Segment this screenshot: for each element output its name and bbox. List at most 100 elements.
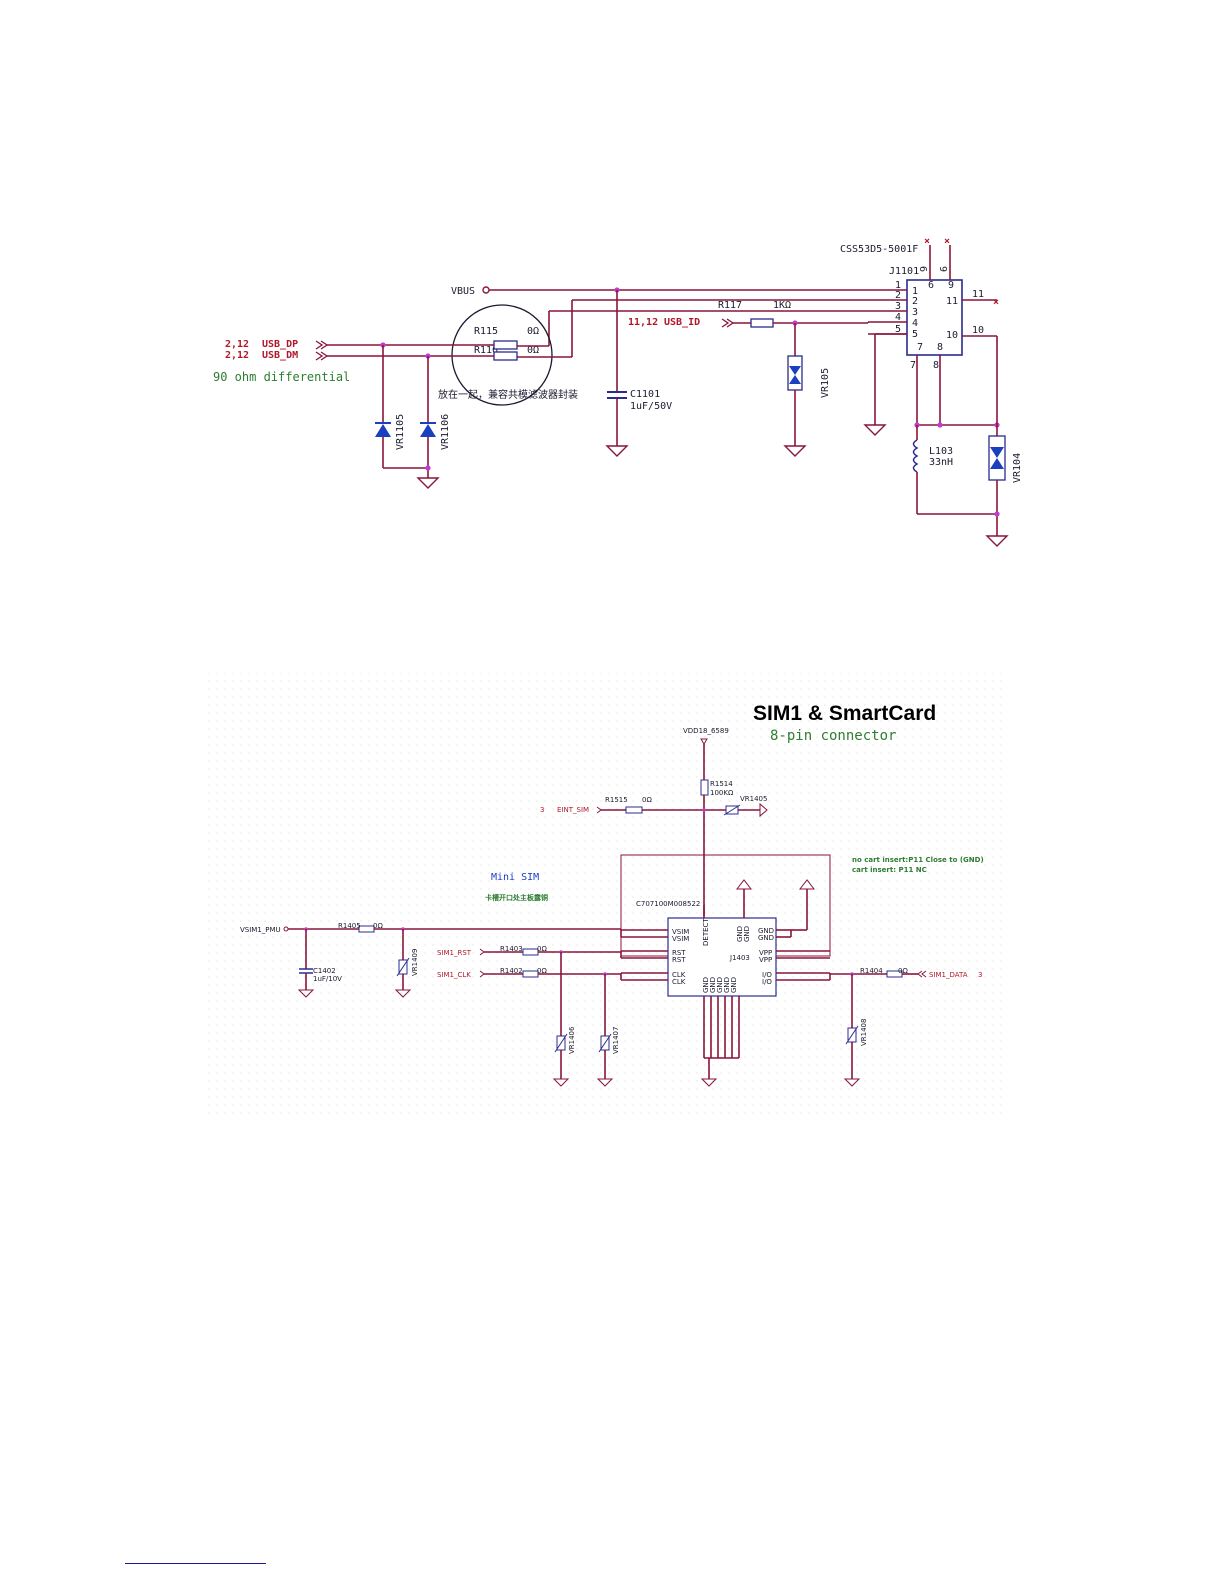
sim-schematic: SIM1 & SmartCard 8-pin connector VDD18_6… [207,673,1004,1119]
svg-text:3: 3 [912,307,918,318]
r1402-value: 0Ω [537,967,547,975]
svg-text:I/O: I/O [762,971,772,979]
r1515-value: 0Ω [642,796,652,804]
svg-text:2: 2 [895,290,901,301]
insert-note-1: no cart insert:P11 Close to (GND) [852,856,984,864]
r1514-ref: R1514 [710,780,733,788]
usb-schematic: CSS53D5-5001F J1101 × × 6 9 6 9 1 2 3 4 … [213,236,1023,547]
id-net: USB_ID [664,317,700,328]
r117-ref: R117 [718,300,742,311]
r1403-ref: R1403 [500,945,523,953]
svg-text:1: 1 [895,280,901,291]
svg-text:VPP: VPP [759,949,772,957]
sim-subtitle: 8-pin connector [770,728,896,744]
r1514-value: 100KΩ [710,789,734,797]
svg-text:GND: GND [758,927,774,935]
vr1409-ref: VR1409 [411,949,419,976]
svg-text:RST: RST [672,956,686,964]
svg-text:2: 2 [912,296,918,307]
svg-text:7: 7 [917,342,923,353]
common-mode-footprint-circle [451,304,553,406]
svg-text:GND: GND [702,977,710,993]
svg-text:10: 10 [946,330,958,341]
l103-value: 33nH [929,457,953,468]
mini-sim-note: 卡槽开口处主板露铜 [485,893,548,902]
r1402-ref: R1402 [500,967,523,975]
r116-ref: R116 [474,345,498,356]
clk-net: SIM1_CLK [437,971,471,979]
svg-text:GND: GND [743,926,751,942]
svg-text:5: 5 [895,324,901,335]
data-net: SIM1_DATA [929,971,968,979]
svg-text:VPP: VPP [759,956,772,964]
c1101-ref: C1101 [630,389,660,400]
svg-text:DETECT: DETECT [702,918,710,946]
sim-title: SIM1 & SmartCard [753,702,936,725]
vdd-label: VDD18_6589 [683,727,729,735]
vr1406-ref: VR1406 [568,1026,576,1054]
svg-text:11: 11 [946,296,958,307]
sim-conn-part: C707100M008522 [636,900,700,908]
svg-text:GND: GND [730,977,738,993]
svg-text:GND: GND [716,977,724,993]
data-sheet: 3 [978,971,982,979]
vr1407-ref: VR1407 [612,1027,620,1054]
svg-text:7: 7 [910,360,916,371]
svg-text:GND: GND [709,977,717,993]
r1405-ref: R1405 [338,922,361,930]
svg-text:9: 9 [948,280,954,291]
svg-text:6: 6 [917,266,928,272]
circle-note: 放在一起，兼容共模滤波器封装 [438,388,578,401]
svg-text:8: 8 [937,342,943,353]
diff-note: 90 ohm differential [213,370,350,384]
svg-text:GND: GND [758,934,774,942]
mini-sim-label: Mini SIM [491,872,539,883]
vr1408-ref: VR1408 [860,1019,868,1046]
vr1405-ref: VR1405 [740,795,767,803]
svg-text:×: × [993,297,999,308]
vr104-ref: VR104 [1012,453,1023,483]
svg-text:4: 4 [912,318,918,329]
rst-net: SIM1_RST [437,949,472,957]
svg-text:11: 11 [972,289,984,300]
l103-ref: L103 [929,446,953,457]
r115-ref: R115 [474,326,498,337]
svg-text:VSIM: VSIM [672,928,689,936]
c1402-ref: C1402 [313,967,336,975]
r115-value: 0Ω [527,326,539,337]
r1404-value: 0Ω [898,967,908,975]
vr105-ref: VR105 [820,368,831,398]
svg-text:5: 5 [912,329,918,340]
r1404-ref: R1404 [860,967,883,975]
usb-connector-body [906,279,963,356]
svg-text:8: 8 [933,360,939,371]
c1402-value: 1uF/10V [313,975,342,983]
svg-text:10: 10 [972,325,984,336]
vsim-net: VSIM1_PMU [240,926,281,934]
dm-sheet: 2,12 [225,350,249,361]
c1101-value: 1uF/50V [630,401,672,412]
eint-sheet: 3 [540,806,544,814]
sim-connector-body [667,917,777,997]
svg-text:VSIM: VSIM [672,935,689,943]
svg-text:9: 9 [937,266,948,272]
nc-mark-6: × [924,236,930,247]
svg-text:CLK: CLK [672,971,686,979]
svg-text:RST: RST [672,949,686,957]
svg-text:I/O: I/O [762,978,772,986]
id-sheet: 11,12 [628,317,658,328]
svg-text:4: 4 [895,312,901,323]
nc-mark-9: × [944,236,950,247]
r1403-value: 0Ω [537,945,547,953]
svg-text:CLK: CLK [672,978,686,986]
r1405-value: 0Ω [373,922,383,930]
svg-text:GND: GND [723,977,731,993]
r1515-ref: R1515 [605,796,628,804]
usb-connector-part: CSS53D5-5001F [840,244,918,255]
vbus-label: VBUS [451,286,475,297]
dp-sheet: 2,12 [225,339,249,350]
sim-conn-ref: J1403 [729,954,750,962]
svg-text:6: 6 [928,280,934,291]
dm-net: USB_DM [262,350,298,361]
